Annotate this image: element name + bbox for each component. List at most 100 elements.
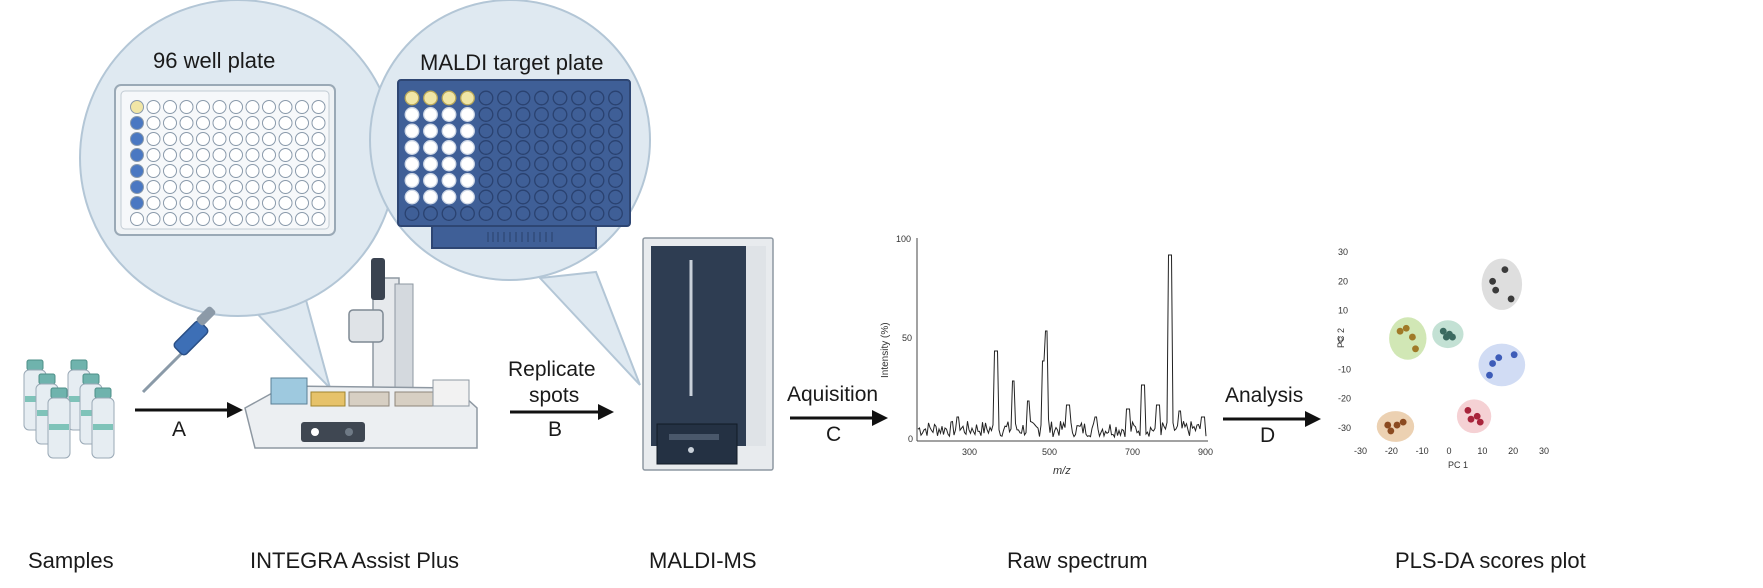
- well: [130, 132, 144, 146]
- well: [146, 212, 161, 226]
- cluster-grey-point: [1501, 266, 1509, 273]
- target-spot: [460, 123, 475, 139]
- step-b-letter: B: [548, 418, 563, 441]
- well: [130, 196, 144, 210]
- target-spot: [460, 156, 475, 172]
- cluster-grey-ellipse: [1481, 258, 1523, 310]
- well: [212, 180, 227, 194]
- target-spot: [497, 206, 512, 221]
- target-spot: [589, 206, 605, 221]
- well: [295, 116, 309, 130]
- cluster-teal-point: [1442, 333, 1450, 341]
- well: [311, 180, 326, 194]
- well: [179, 196, 194, 210]
- well: [229, 196, 243, 210]
- step-b-text-line1: Replicate: [508, 358, 596, 381]
- scores-ylabel: PC 2: [1336, 328, 1346, 348]
- target-spot: [441, 189, 457, 205]
- well: [163, 116, 177, 130]
- target-spot: [552, 173, 568, 188]
- target-spot: [608, 107, 623, 122]
- well: [229, 164, 243, 178]
- target-spot: [478, 107, 494, 122]
- target-spot: [552, 140, 568, 155]
- step-c-letter: C: [826, 423, 842, 446]
- cluster-orange-point: [1384, 421, 1392, 429]
- well: [212, 212, 227, 226]
- scores-xtick: -10: [1416, 446, 1429, 456]
- well: [311, 116, 326, 130]
- well: [295, 100, 309, 114]
- spectrum-xtick-500: 500: [1042, 447, 1057, 457]
- target-spot: [423, 140, 438, 155]
- well: [245, 100, 260, 114]
- target-spot: [441, 107, 457, 122]
- well: [262, 180, 276, 194]
- cluster-blue-point: [1489, 360, 1496, 367]
- scores-ytick: -20: [1338, 394, 1351, 404]
- target-spot: [608, 173, 623, 188]
- well: [179, 212, 194, 226]
- cluster-orange-point: [1393, 421, 1401, 429]
- target-spot: [571, 173, 586, 188]
- target-spot: [404, 173, 420, 188]
- well: [212, 116, 227, 130]
- well: [278, 180, 293, 194]
- well: [278, 164, 293, 178]
- spectrum-ytick-0: 0: [908, 434, 913, 444]
- cluster-red-point: [1473, 412, 1481, 420]
- cluster-blue-ellipse: [1478, 343, 1526, 387]
- cluster-blue-point: [1510, 351, 1518, 359]
- target-spot: [515, 123, 531, 139]
- well: [295, 196, 309, 210]
- target-spot: [497, 107, 512, 122]
- well: [262, 116, 276, 130]
- well: [262, 212, 276, 226]
- well: [245, 132, 260, 146]
- cluster-grey-point: [1489, 277, 1496, 285]
- scores-xtick: 0: [1447, 446, 1452, 456]
- target-spot: [423, 173, 438, 188]
- well: [130, 164, 144, 178]
- target-spot: [534, 140, 549, 155]
- target-spot: [608, 156, 623, 172]
- well: [295, 148, 309, 162]
- vial: [47, 387, 71, 459]
- target-spot: [441, 206, 457, 221]
- target-spot: [423, 123, 438, 139]
- target-spot: [404, 123, 420, 139]
- target-spot: [608, 90, 623, 106]
- scores-xtick: -30: [1354, 446, 1367, 456]
- well: [196, 148, 210, 162]
- well: [146, 148, 161, 162]
- scores-ytick: 20: [1338, 276, 1348, 286]
- spectrum-ytick-100: 100: [896, 234, 911, 244]
- well: [262, 196, 276, 210]
- scores-ytick: 10: [1338, 306, 1348, 316]
- well: [163, 180, 177, 194]
- well: [229, 148, 243, 162]
- well: [179, 148, 194, 162]
- well: [130, 212, 144, 226]
- target-spot: [589, 107, 605, 122]
- cluster-green-point: [1402, 324, 1410, 332]
- step-b-text-line2: spots: [529, 384, 580, 407]
- well: [295, 212, 309, 226]
- well: [245, 180, 260, 194]
- target-spot: [534, 173, 549, 188]
- spectrum-xlabel: m/z: [1053, 465, 1071, 477]
- target-spot: [515, 107, 531, 122]
- target-spot: [404, 140, 420, 155]
- well: [146, 100, 161, 114]
- well: [163, 100, 177, 114]
- target-spot: [497, 173, 512, 188]
- integra-robot: [244, 258, 478, 449]
- target-spot: [608, 206, 623, 221]
- cluster-orange-point: [1387, 427, 1395, 435]
- caption-raw-spectrum: Raw spectrum: [1007, 548, 1148, 573]
- target-spot: [552, 107, 568, 122]
- target-spot: [478, 123, 494, 139]
- target-spot: [478, 206, 494, 221]
- scores-ytick: 0: [1338, 335, 1343, 345]
- well: [311, 100, 326, 114]
